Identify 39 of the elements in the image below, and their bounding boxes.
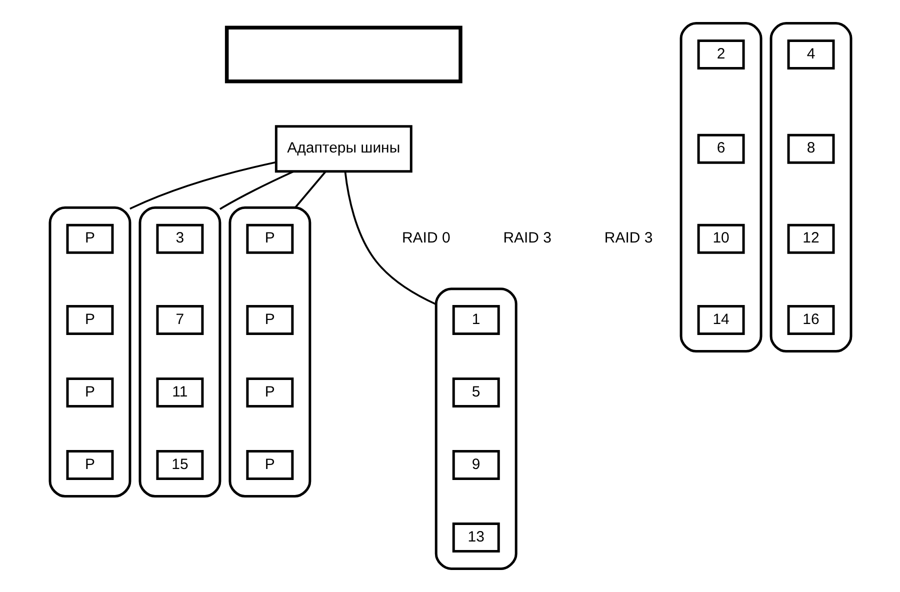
cluster: [434, 288, 517, 570]
node-box: 1: [452, 305, 500, 336]
connector: [129, 161, 276, 210]
node-box: 14: [696, 305, 744, 336]
node-box: P: [246, 378, 294, 408]
node-box: 13: [452, 522, 500, 552]
node-box: 8: [786, 134, 834, 164]
node-box: 7: [156, 305, 204, 336]
node-box: P: [246, 305, 294, 336]
node-box: P: [66, 378, 114, 408]
label: RAID 3: [502, 230, 551, 247]
node-box: 2: [696, 40, 744, 70]
node-box: P: [66, 305, 114, 336]
node-box: 10: [696, 224, 744, 254]
node-box: P: [246, 224, 294, 254]
connector: [344, 171, 436, 306]
node-box: 11: [156, 378, 204, 408]
label: RAID 3: [604, 230, 652, 247]
node-box: 5: [452, 378, 500, 408]
node-box: 4: [786, 40, 834, 70]
node-box: 16: [786, 305, 834, 336]
node-box: Адаптеры шины: [274, 125, 412, 173]
cluster: [769, 22, 852, 353]
node-box: 6: [696, 134, 744, 164]
node-box: 12: [786, 224, 834, 254]
cluster: [228, 206, 311, 498]
cluster: [138, 206, 221, 498]
label: RAID 0: [401, 230, 450, 247]
node-box: 9: [452, 450, 500, 480]
node-box: 3: [156, 224, 204, 254]
cluster: [679, 22, 762, 353]
node-box: P: [66, 450, 114, 480]
node-box: [224, 26, 462, 84]
connector: [218, 170, 294, 210]
node-box: 15: [156, 450, 204, 480]
cluster: [48, 206, 131, 498]
node-box: P: [246, 450, 294, 480]
node-box: P: [66, 224, 114, 254]
connector: [294, 171, 326, 208]
